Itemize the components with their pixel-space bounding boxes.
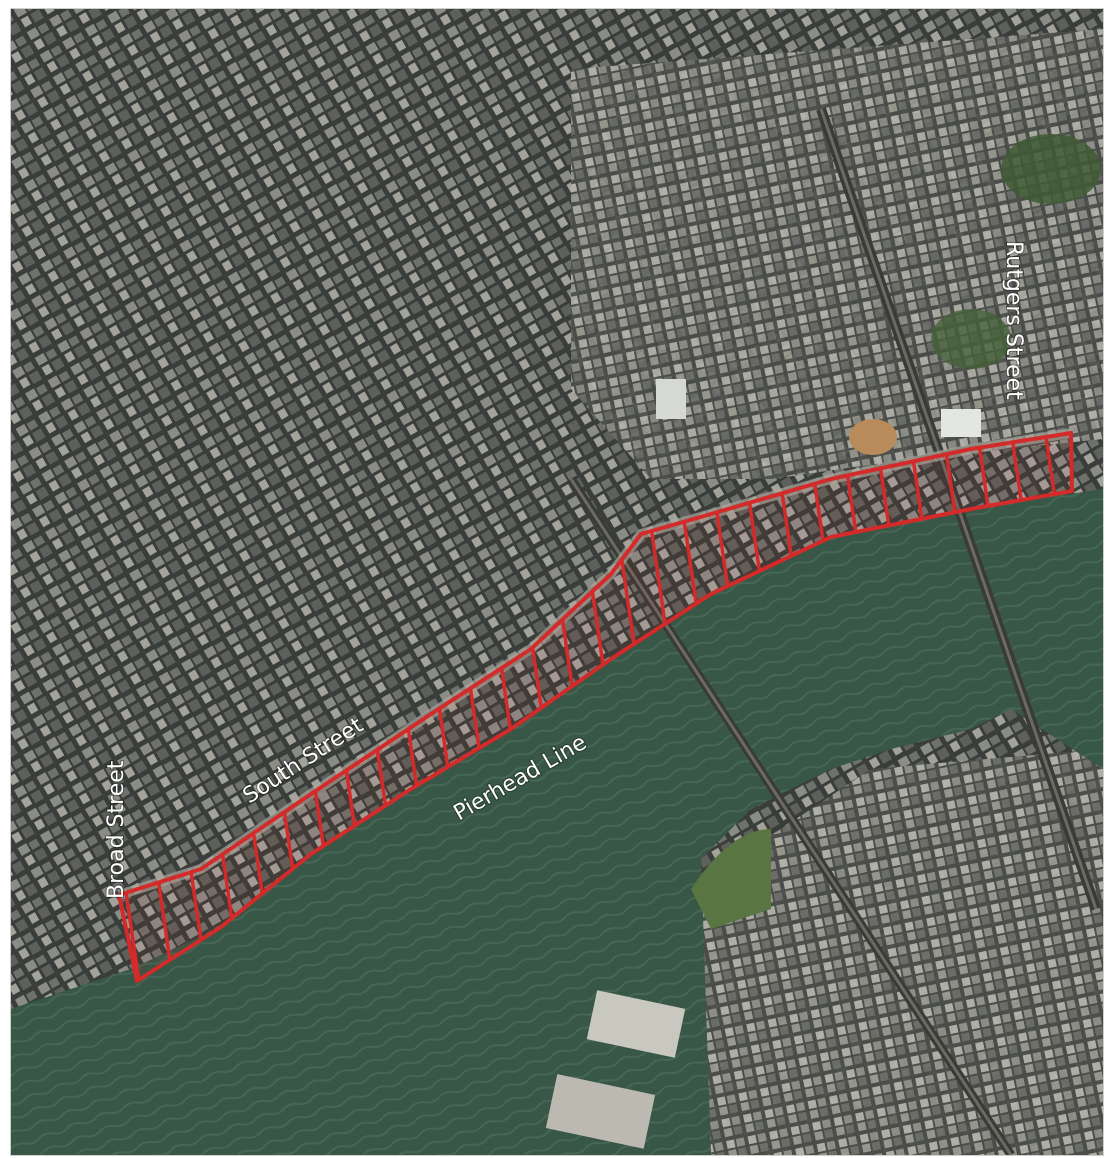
park [931,309,1011,369]
aerial-map: Broad Street South Street Pierhead Line … [10,8,1104,1156]
neighborhood-area-south [691,749,1103,1155]
park-shore [691,829,771,929]
pier [586,990,686,1058]
park [1001,134,1101,204]
building [941,409,981,437]
hatch-line [119,433,145,981]
ballfield [849,419,897,455]
rutgers-street-label: Rutgers Street [1001,241,1026,400]
broad-street-label: Broad Street [104,760,129,899]
pier [545,1074,656,1149]
building [656,379,686,419]
hatch-line [1037,433,1072,981]
east-river [11,489,1103,1155]
map-canvas: Broad Street South Street Pierhead Line … [11,9,1103,1155]
